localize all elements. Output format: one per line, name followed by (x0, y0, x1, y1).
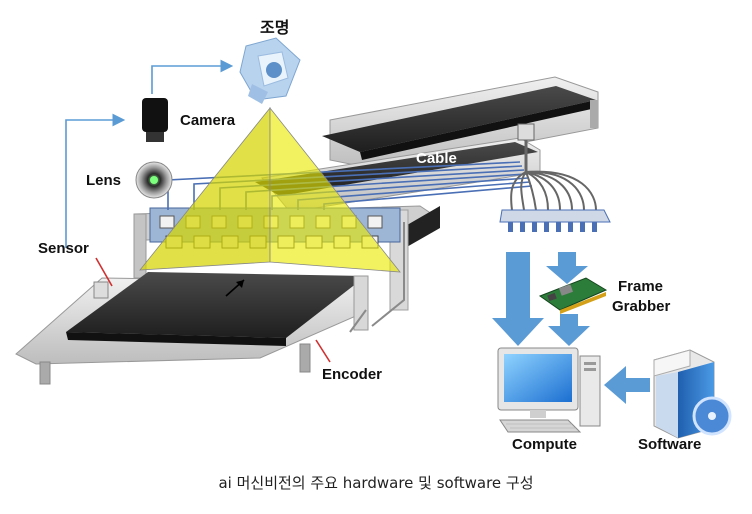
software-box-icon (653, 349, 732, 439)
sensor-label: Sensor (38, 240, 89, 257)
camera-icon (142, 98, 168, 142)
lighting-label: 조명 (260, 18, 290, 37)
signal-lines (65, 59, 331, 363)
lens-label: Lens (86, 172, 122, 189)
data-flow-arrows (492, 252, 650, 404)
frame-grabber-icon (538, 277, 608, 314)
figure-caption: ai 머신비전의 주요 hardware 및 software 구성 (218, 474, 534, 492)
lens-icon (135, 161, 173, 199)
cable-label: Cable (416, 150, 457, 167)
camera-field-of-view (139, 106, 401, 273)
software-label: Software (638, 436, 702, 453)
frame-grabber-label-line1: Frame (618, 278, 664, 295)
computer-icon (497, 347, 601, 433)
encoder-label: Encoder (322, 366, 383, 383)
lighting-icon (239, 37, 301, 104)
camera-label: Camera (180, 112, 236, 129)
cable-bundle (349, 123, 611, 333)
compute-label: Compute (512, 436, 577, 453)
frame-grabber-label-line2: Grabber (612, 298, 671, 315)
